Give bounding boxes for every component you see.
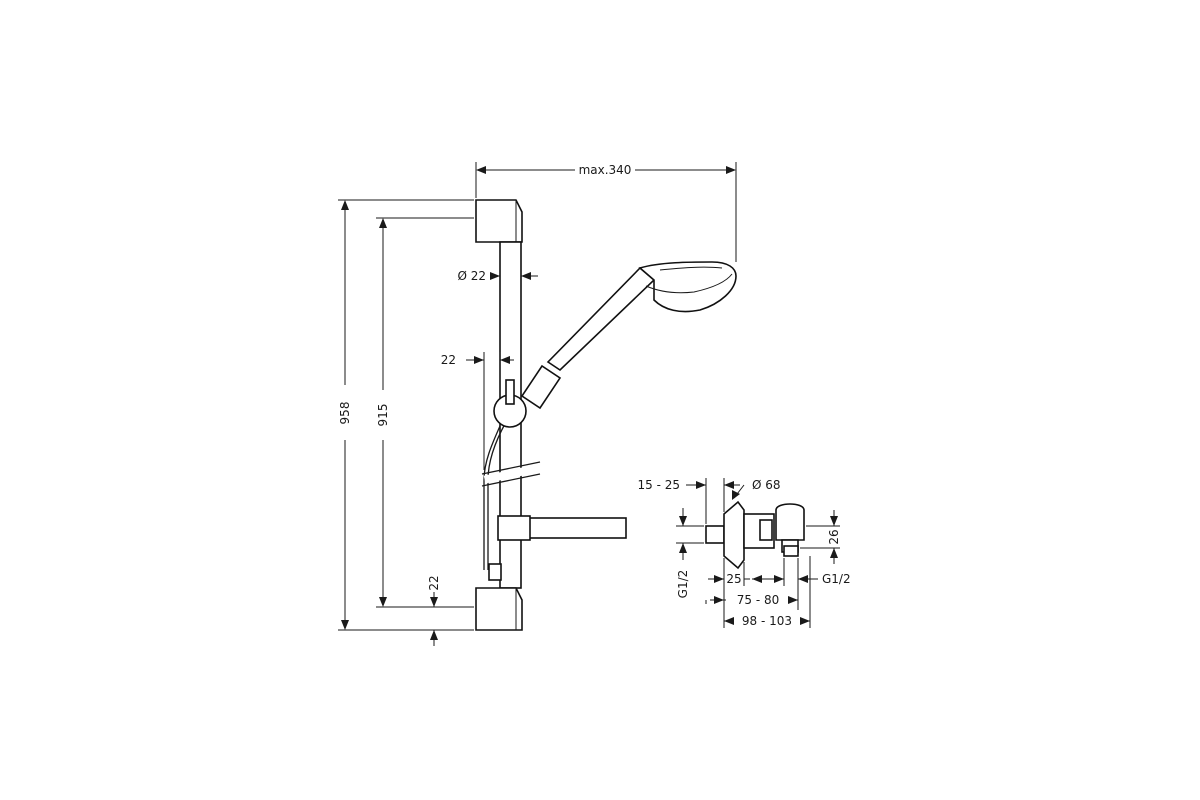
rail-dimensions: max.340 Ø 22 22 958 915 — [338, 162, 737, 646]
dim-inlet-thread: G1/2 — [676, 570, 690, 599]
dim-rail-diameter: Ø 22 — [457, 269, 486, 283]
dim-hose-offset: 22 — [441, 353, 456, 367]
dim-outlet-height: 26 — [827, 529, 841, 544]
bottom-wall-bracket — [475, 587, 523, 631]
shower-rail-set — [475, 199, 737, 631]
dim-outlet-thread: G1/2 — [822, 572, 851, 586]
dim-body-offset: 25 — [726, 572, 741, 586]
slider-knob — [493, 379, 527, 428]
hand-shower — [520, 261, 737, 410]
dim-rail-length: 915 — [376, 404, 390, 427]
dim-wall-distance: 15 - 25 — [638, 478, 681, 492]
soap-shelf — [497, 515, 627, 541]
dim-max-reach: max.340 — [579, 163, 632, 177]
dim-overall-depth: 98 - 103 — [742, 614, 792, 628]
dim-centers: 75 - 80 — [737, 593, 780, 607]
outlet-nut — [783, 545, 799, 557]
top-wall-bracket — [475, 199, 523, 243]
mixer-dimensions: 15 - 25 Ø 68 G1/2 26 25 G1 — [638, 478, 851, 628]
dim-total-height: 958 — [338, 402, 352, 425]
dim-bottom-offset: 22 — [427, 575, 441, 590]
control-knob — [775, 503, 805, 541]
inlet-connector — [705, 525, 725, 544]
dim-rosette-diameter: Ø 68 — [752, 478, 781, 492]
rail-break-marks — [481, 461, 541, 487]
shower-mixer — [705, 500, 805, 570]
wall-rosette — [723, 500, 745, 570]
